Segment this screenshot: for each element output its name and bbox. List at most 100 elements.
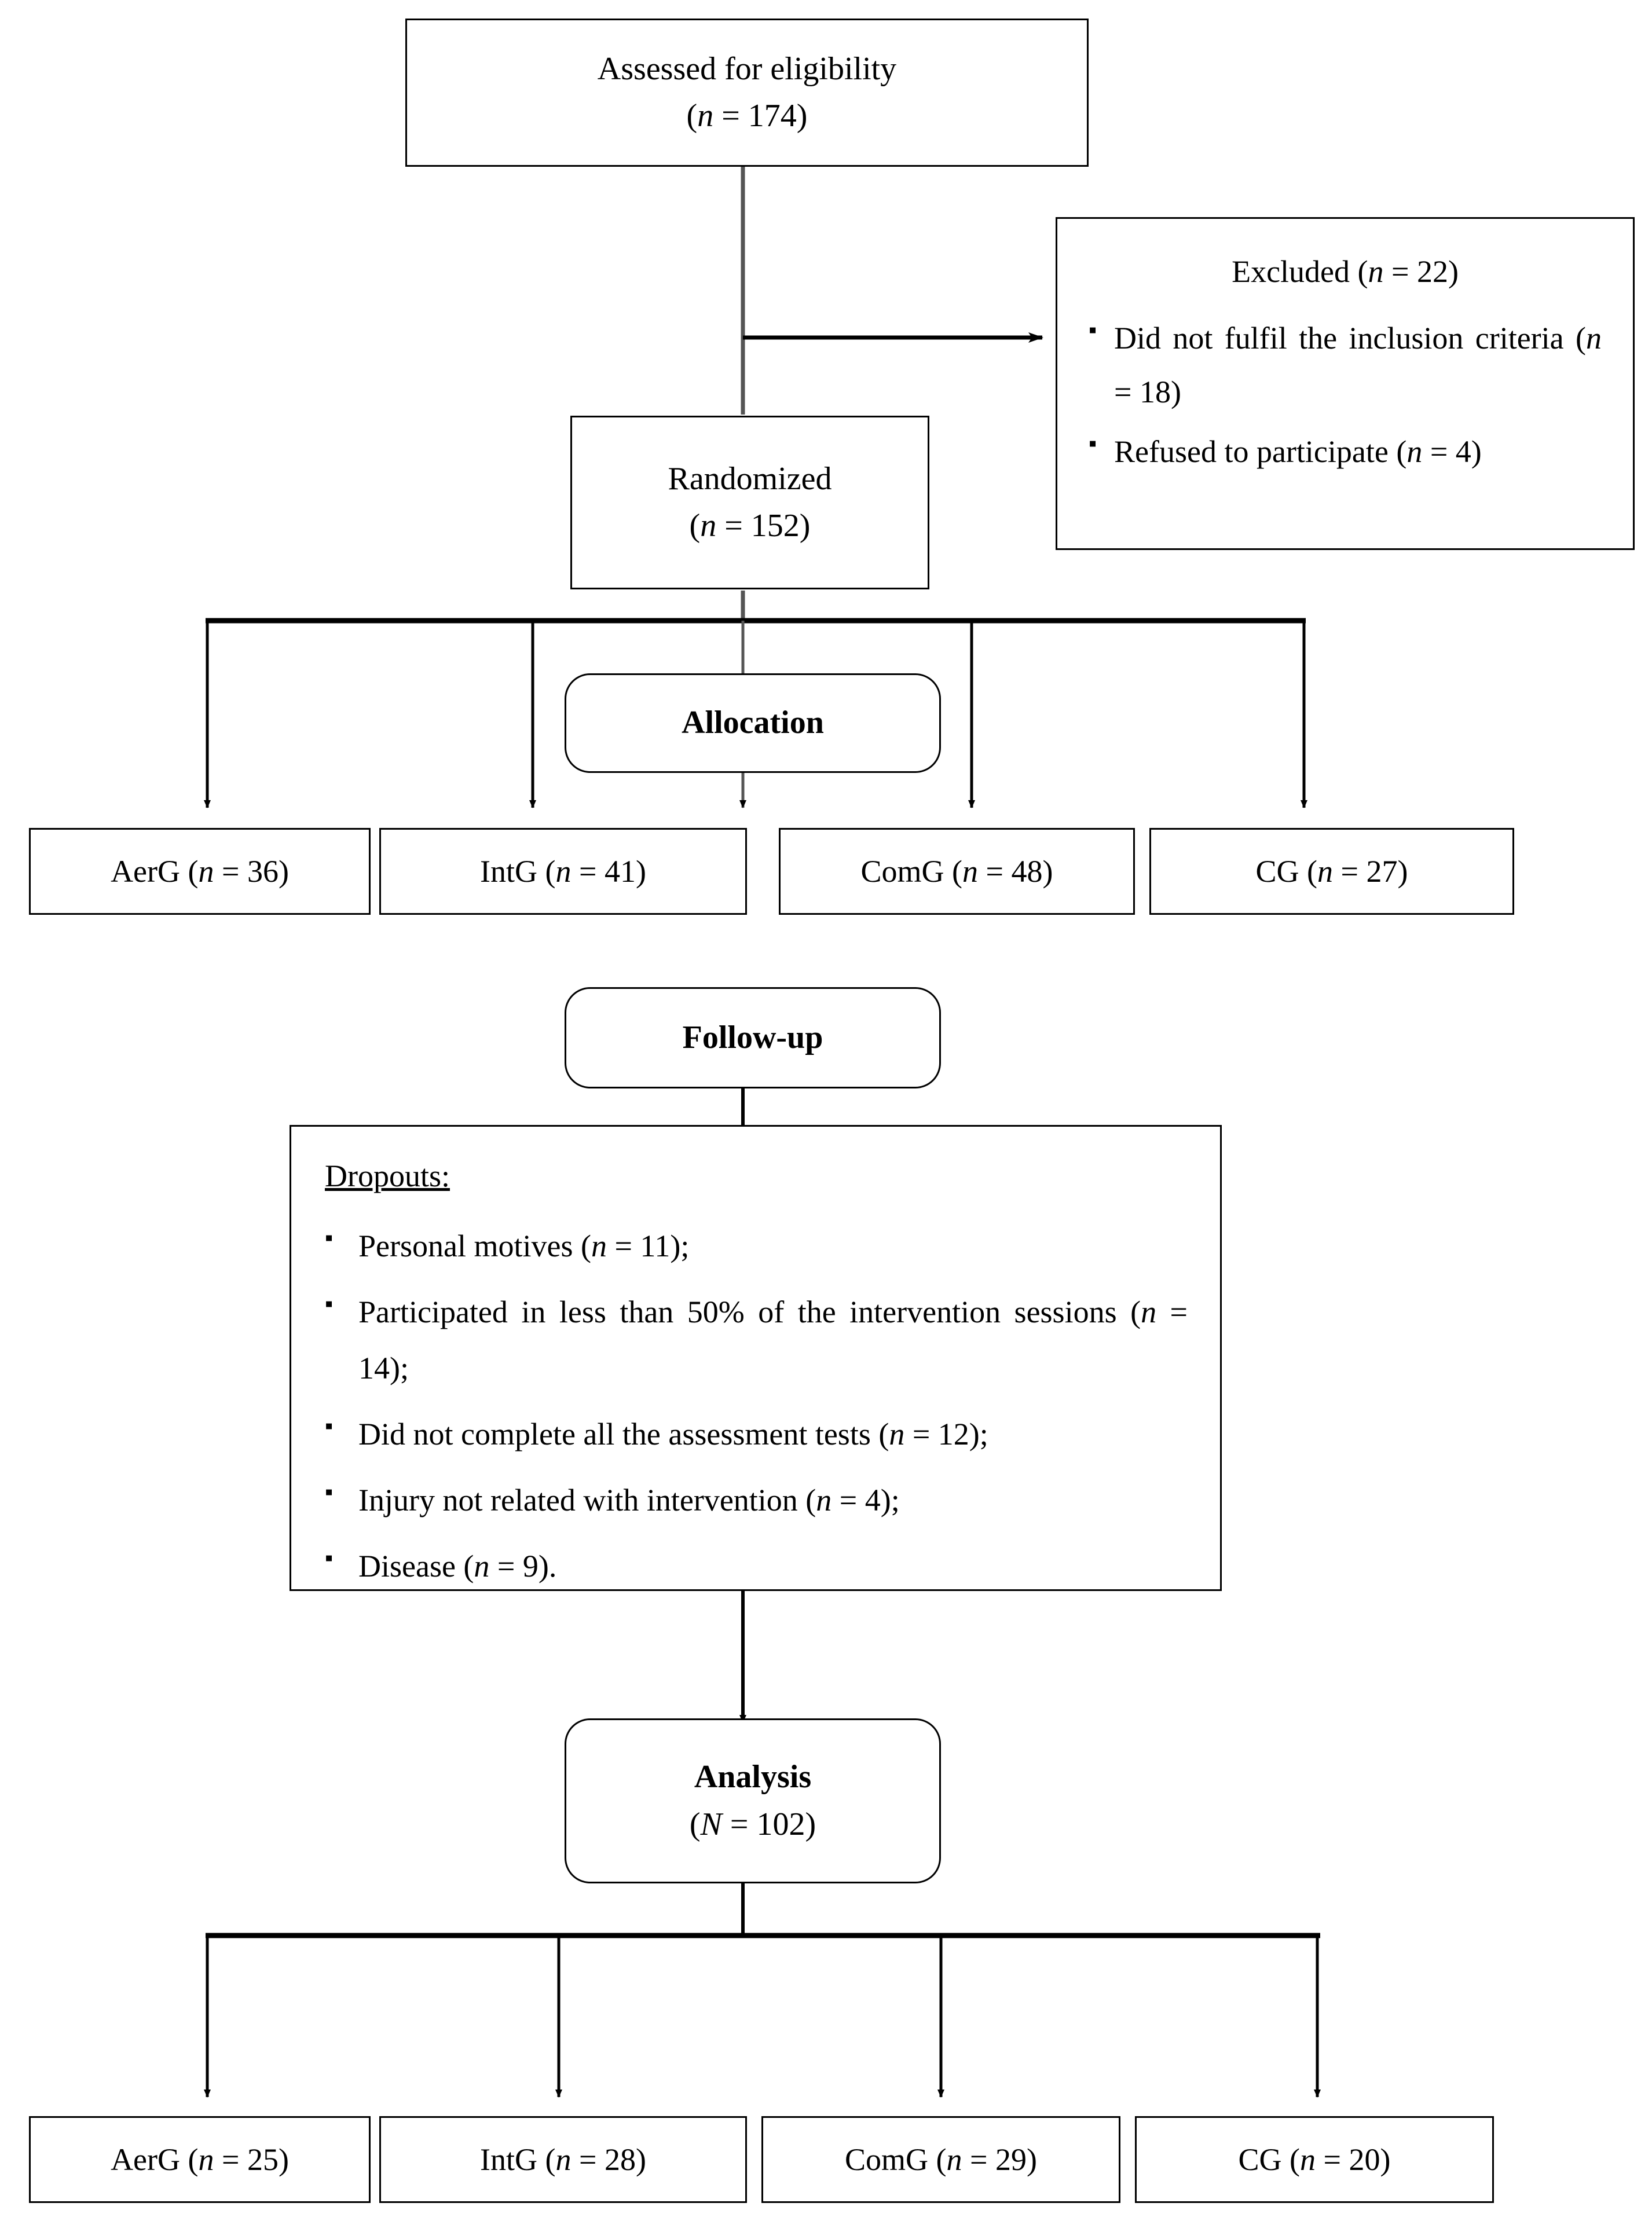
excluded-title: Excluded (n = 22): [1089, 249, 1602, 294]
n-symbol: n: [697, 98, 714, 134]
group-name: ComG (: [845, 2142, 947, 2177]
group-label: IntG (n = 28): [480, 2137, 646, 2182]
list-item: Injury not related with intervention (n …: [325, 1471, 1188, 1528]
reason-count: = 4): [1422, 434, 1482, 470]
list-item: Personal motives (n = 11);: [325, 1217, 1188, 1274]
group-label: CG (n = 20): [1239, 2137, 1391, 2182]
allocation-group-intg: IntG (n = 41): [379, 828, 747, 915]
group-name: CG (: [1238, 2142, 1301, 2177]
n-symbol: n: [555, 2142, 572, 2177]
reason-text: Personal motives (: [358, 1229, 591, 1264]
n-symbol: n: [555, 853, 572, 889]
excluded-count: = 22): [1383, 254, 1459, 289]
group-count: = 41): [571, 853, 646, 889]
reason-text: Participated in less than 50% of the int…: [358, 1295, 1141, 1330]
analysis-count: (N = 102): [690, 1801, 816, 1848]
n-symbol: n: [198, 2142, 214, 2177]
analysis-group-aerg: AerG (n = 25): [29, 2116, 371, 2203]
group-name: ComG (: [860, 853, 963, 889]
analysis-title: Analysis: [694, 1759, 812, 1795]
n-symbol: n: [1406, 434, 1423, 470]
group-label: CG (n = 27): [1256, 849, 1408, 894]
group-label: ComG (n = 48): [861, 849, 1053, 894]
excluded-reason-list: Did not fulfil the inclusion criteria (n…: [1089, 310, 1602, 479]
n-symbol: n: [946, 2142, 962, 2177]
group-name: IntG (: [480, 2142, 556, 2177]
group-count: = 27): [1333, 853, 1408, 889]
assessed-for-eligibility-box: Assessed for eligibility (n = 174): [405, 19, 1089, 167]
n-symbol: n: [198, 853, 214, 889]
group-count: = 48): [978, 853, 1053, 889]
group-name: AerG (: [111, 2142, 199, 2177]
n-symbol: n: [1317, 853, 1334, 889]
paren-open: (: [686, 98, 698, 134]
group-count: = 25): [214, 2142, 289, 2177]
n-symbol: n: [1368, 254, 1384, 289]
excluded-title-text: Excluded (: [1232, 254, 1368, 289]
group-count: = 29): [962, 2142, 1037, 2177]
group-count: = 28): [571, 2142, 646, 2177]
reason-count: = 9).: [489, 1548, 557, 1583]
analysis-group-comg: ComG (n = 29): [761, 2116, 1120, 2203]
reason-count: = 11);: [606, 1229, 690, 1264]
list-item: Disease (n = 9).: [325, 1537, 1188, 1594]
assessed-title: Assessed for eligibility: [597, 50, 897, 87]
reason-text: Did not fulfil the inclusion criteria (: [1114, 321, 1586, 356]
n-symbol: n: [962, 853, 979, 889]
group-label: AerG (n = 36): [111, 849, 289, 894]
assessed-count: (n = 174): [687, 93, 808, 140]
count-value: = 174): [713, 98, 808, 134]
n-symbol: N: [700, 1806, 722, 1842]
group-name: IntG (: [480, 853, 556, 889]
group-label: AerG (n = 25): [111, 2137, 289, 2182]
n-symbol: n: [889, 1416, 905, 1451]
reason-text: Disease (: [358, 1548, 474, 1583]
n-symbol: n: [700, 508, 717, 544]
reason-count: = 18): [1114, 375, 1181, 410]
count-value: = 152): [716, 508, 811, 544]
dropouts-title: Dropouts:: [325, 1159, 450, 1193]
group-count: = 36): [214, 853, 289, 889]
n-symbol: n: [1300, 2142, 1316, 2177]
analysis-group-cg: CG (n = 20): [1135, 2116, 1494, 2203]
group-name: CG (: [1255, 853, 1318, 889]
group-name: AerG (: [111, 853, 199, 889]
n-symbol: n: [1586, 321, 1602, 356]
count-value: = 102): [721, 1806, 816, 1842]
n-symbol: n: [474, 1548, 490, 1583]
allocation-stage-label: Allocation: [565, 673, 941, 773]
n-symbol: n: [816, 1482, 832, 1517]
followup-label: Follow-up: [682, 1019, 823, 1055]
randomized-count: (n = 152): [690, 503, 811, 549]
reason-text: Injury not related with intervention (: [358, 1482, 816, 1517]
analysis-group-intg: IntG (n = 28): [379, 2116, 747, 2203]
dropouts-reason-list: Personal motives (n = 11); Participated …: [325, 1217, 1188, 1594]
dropouts-box: Dropouts: Personal motives (n = 11); Par…: [290, 1125, 1222, 1591]
paren-open: (: [689, 508, 701, 544]
list-item: Did not fulfil the inclusion criteria (n…: [1089, 310, 1602, 419]
group-label: IntG (n = 41): [480, 849, 646, 894]
reason-text: Refused to participate (: [1114, 434, 1407, 470]
group-label: ComG (n = 29): [845, 2137, 1037, 2182]
excluded-box: Excluded (n = 22) Did not fulfil the inc…: [1056, 217, 1635, 550]
n-symbol: n: [1141, 1295, 1157, 1330]
group-count: = 20): [1316, 2142, 1391, 2177]
analysis-box: Analysis (N = 102): [565, 1718, 941, 1883]
dropouts-title-row: Dropouts:: [325, 1153, 1188, 1218]
allocation-group-cg: CG (n = 27): [1149, 828, 1514, 915]
reason-text: Did not complete all the assessment test…: [358, 1416, 889, 1451]
list-item: Did not complete all the assessment test…: [325, 1405, 1188, 1462]
list-item: Refused to participate (n = 4): [1089, 424, 1602, 479]
followup-stage-label: Follow-up: [565, 987, 941, 1088]
list-item: Participated in less than 50% of the int…: [325, 1283, 1188, 1395]
allocation-label: Allocation: [682, 705, 824, 741]
allocation-group-comg: ComG (n = 48): [779, 828, 1135, 915]
allocation-group-aerg: AerG (n = 36): [29, 828, 371, 915]
reason-count: = 12);: [904, 1416, 988, 1451]
reason-count: = 14);: [358, 1295, 1188, 1385]
reason-count: = 4);: [832, 1482, 900, 1517]
paren-open: (: [689, 1806, 701, 1842]
randomized-box: Randomized (n = 152): [570, 416, 929, 589]
randomized-title: Randomized: [668, 460, 832, 497]
